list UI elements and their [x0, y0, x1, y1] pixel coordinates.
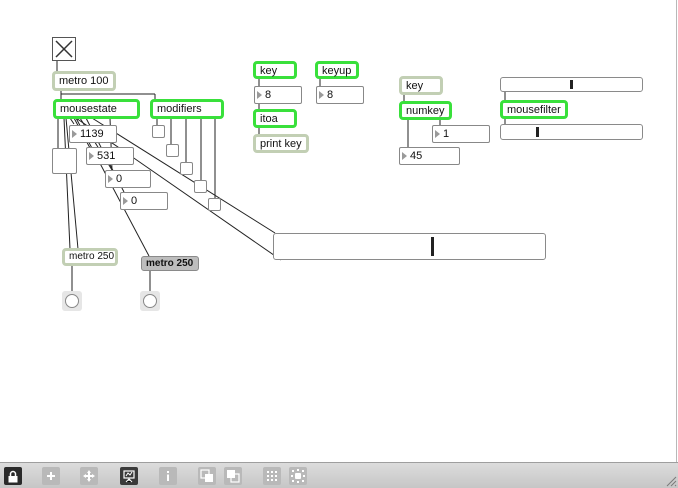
option-toggle[interactable] — [180, 162, 193, 175]
patcher-canvas[interactable]: metro 100 mousestate modifiers 1139 531 … — [0, 0, 678, 462]
mouse-y-number[interactable]: 531 — [86, 147, 134, 165]
bang-button-2[interactable] — [140, 291, 160, 311]
key-object-2[interactable]: key — [399, 76, 443, 95]
delta-x-number[interactable]: 0 — [105, 170, 151, 188]
keyup-object[interactable]: keyup — [315, 61, 359, 79]
output-slider[interactable] — [500, 124, 643, 140]
canvas-right-edge — [676, 0, 677, 462]
mousestate-object[interactable]: mousestate — [53, 99, 140, 119]
numkey-flag-number[interactable]: 1 — [432, 125, 490, 143]
delta-y-number[interactable]: 0 — [120, 192, 168, 210]
caps-lock-toggle[interactable] — [166, 144, 179, 157]
mouse-position-slider[interactable] — [273, 233, 546, 260]
add-object-icon[interactable] — [42, 467, 60, 485]
snap-icon[interactable] — [289, 467, 307, 485]
layer-front-icon[interactable] — [198, 467, 216, 485]
mouse-button-toggle[interactable] — [52, 148, 77, 174]
key-number[interactable]: 8 — [254, 86, 302, 104]
bang-button-1[interactable] — [62, 291, 82, 311]
metro-250-object-disabled[interactable]: metro 250 — [141, 256, 199, 271]
command-toggle[interactable] — [208, 198, 221, 211]
mouse-position-slider-knob[interactable] — [430, 237, 434, 256]
patcher-toolbar — [0, 462, 678, 488]
modifiers-object[interactable]: modifiers — [150, 99, 224, 119]
control-toggle[interactable] — [194, 180, 207, 193]
lock-icon[interactable] — [4, 467, 22, 485]
keyup-number[interactable]: 8 — [316, 86, 364, 104]
presentation-icon[interactable] — [120, 467, 138, 485]
input-slider-knob[interactable] — [570, 80, 574, 89]
key-object[interactable]: key — [253, 61, 297, 79]
metro-100-object[interactable]: metro 100 — [52, 71, 116, 91]
itoa-object[interactable]: itoa — [253, 109, 297, 128]
toggle-box[interactable] — [52, 37, 76, 61]
numkey-value-number[interactable]: 45 — [399, 147, 460, 165]
output-slider-knob[interactable] — [536, 127, 540, 137]
print-key-object[interactable]: print key — [253, 134, 309, 153]
shift-toggle[interactable] — [152, 125, 165, 138]
input-slider[interactable] — [500, 77, 643, 92]
numkey-object[interactable]: numkey — [399, 101, 452, 120]
layer-back-icon[interactable] — [224, 467, 242, 485]
metro-250-object[interactable]: metro 250 — [62, 248, 118, 266]
info-icon[interactable] — [159, 467, 177, 485]
resize-grip-icon[interactable] — [663, 473, 677, 487]
grid-icon[interactable] — [263, 467, 281, 485]
toggle-x-icon — [55, 40, 73, 58]
mouse-x-number[interactable]: 1139 — [69, 125, 117, 143]
mousefilter-object[interactable]: mousefilter — [500, 100, 568, 119]
move-icon[interactable] — [80, 467, 98, 485]
